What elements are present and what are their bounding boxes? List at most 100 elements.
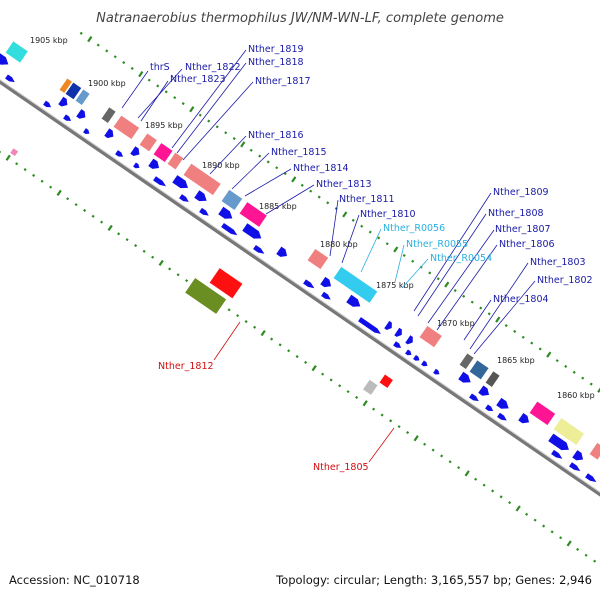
cds-forward	[104, 128, 114, 139]
gene-label: Nther_1812	[158, 361, 214, 372]
cds-forward	[133, 162, 140, 169]
cds-forward	[548, 433, 569, 451]
tick-mark	[291, 176, 297, 183]
gene-label: Nther_1823	[170, 74, 226, 85]
tick-mark	[260, 329, 266, 337]
feature-box	[362, 379, 379, 396]
feature-box	[419, 325, 443, 348]
tick-mark	[117, 232, 121, 236]
kbp-label: 1900 kbp	[88, 79, 126, 88]
gene-label: Nther_R0056	[383, 223, 445, 234]
cds-forward	[405, 349, 412, 356]
tick-mark	[15, 162, 19, 166]
tick-mark	[436, 277, 440, 281]
cds-forward	[405, 335, 413, 345]
tick-mark	[244, 320, 248, 324]
tick-mark	[56, 189, 62, 196]
tick-mark	[266, 160, 270, 164]
kbp-label: 1865 kbp	[497, 356, 535, 365]
tick-mark	[32, 173, 36, 177]
tick-mark	[130, 66, 134, 70]
feature-box	[9, 147, 19, 157]
tick-mark	[521, 335, 525, 339]
tick-mark	[428, 271, 432, 275]
gene-label: Nther_1813	[316, 179, 372, 190]
tick-mark	[406, 431, 410, 435]
cds-forward	[43, 100, 52, 108]
cds-forward	[320, 276, 332, 288]
cds-forward	[153, 176, 167, 187]
tick-mark	[105, 49, 109, 53]
cds-forward	[569, 462, 581, 472]
tick-mark	[338, 384, 342, 388]
cds-forward	[58, 96, 68, 107]
kbp-label: 1860 kbp	[557, 391, 595, 400]
tick-mark	[530, 341, 534, 345]
gene-label: Nther_1806	[499, 239, 555, 250]
tick-mark	[100, 220, 104, 224]
tick-mark	[499, 495, 503, 499]
tick-mark	[326, 201, 330, 205]
cds-forward	[253, 244, 265, 254]
tick-mark	[470, 300, 474, 304]
cds-forward	[199, 207, 209, 216]
tick-mark	[584, 553, 588, 557]
gene-label: Nther_R0055	[406, 239, 468, 250]
cds-forward	[384, 320, 392, 331]
tick-mark	[0, 150, 2, 154]
tick-mark	[96, 43, 100, 47]
gene-label: Nther_1808	[488, 208, 544, 219]
cds-forward	[394, 327, 402, 337]
cds-forward	[76, 109, 86, 119]
tick-mark	[495, 316, 501, 323]
tick-mark	[538, 347, 542, 351]
kbp-label: 1890 kbp	[202, 161, 240, 170]
cds-forward	[421, 360, 428, 367]
kbp-label: 1905 kbp	[30, 36, 68, 45]
tick-mark	[240, 141, 246, 148]
tick-mark	[479, 306, 483, 310]
tick-mark	[372, 407, 376, 411]
tick-mark	[581, 376, 585, 380]
tick-mark	[453, 289, 457, 293]
gene-label: Nther_1815	[271, 147, 327, 158]
kbp-label: 1880 kbp	[320, 240, 358, 249]
pseudo-gene	[184, 277, 227, 315]
tick-mark	[168, 267, 172, 271]
gene-label: Nther_1811	[339, 194, 395, 205]
feature-box	[221, 189, 243, 211]
genome-backbone	[0, 79, 600, 497]
tick-mark	[227, 308, 231, 312]
tick-mark	[368, 230, 372, 234]
tick-mark	[181, 102, 185, 106]
feature-box	[469, 359, 490, 380]
cds-forward	[303, 279, 315, 289]
tick-mark	[309, 189, 313, 193]
cds-forward	[346, 294, 361, 307]
gene-label: Nther_1804	[493, 294, 549, 305]
reverse-cds	[209, 267, 243, 299]
feature-box	[333, 266, 378, 304]
feature-box	[153, 142, 174, 163]
cds-forward	[358, 317, 381, 334]
feature-box	[75, 88, 91, 106]
tick-mark	[464, 470, 470, 477]
gene-label: Nther_1803	[530, 257, 586, 268]
feature-box	[307, 248, 329, 270]
tick-mark	[474, 477, 478, 481]
tick-mark	[444, 281, 450, 288]
gene-label: Nther_1807	[495, 224, 551, 235]
gene-labels-upper: thrS Nther_1822 Nther_1823 Nther_1819 Nt…	[150, 44, 593, 305]
cds-forward	[496, 397, 509, 409]
cds-forward	[221, 222, 238, 236]
tick-mark	[185, 279, 189, 283]
feature-box	[183, 163, 222, 196]
kbp-label: 1875 kbp	[376, 281, 414, 290]
tick-mark	[173, 96, 177, 100]
tick-mark	[147, 78, 151, 82]
tick-mark	[491, 489, 495, 493]
feature-box	[113, 115, 140, 140]
tick-mark	[423, 442, 427, 446]
tick-mark	[23, 168, 27, 172]
cds-forward	[585, 473, 597, 483]
